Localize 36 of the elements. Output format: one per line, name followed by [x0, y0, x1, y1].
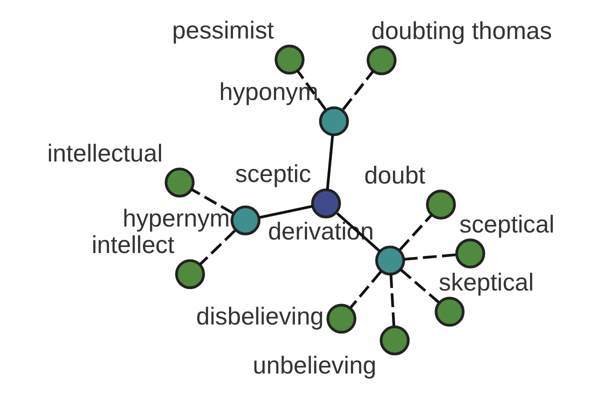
connector	[342, 70, 374, 110]
node-label: hyponym	[218, 79, 318, 106]
node-circle	[379, 325, 410, 356]
node-circle	[310, 188, 340, 218]
node-label: intellect	[91, 232, 174, 259]
node-label: hypernym	[122, 205, 230, 232]
node-circle	[174, 259, 204, 290]
connector	[326, 136, 334, 190]
node-label: skeptical	[438, 270, 534, 297]
node-label: unbelieving	[252, 352, 376, 380]
connector	[399, 268, 439, 304]
connector	[389, 274, 395, 327]
connector	[190, 188, 233, 214]
node-circle	[318, 106, 348, 136]
node-label: disbelieving	[196, 304, 324, 331]
connector	[258, 204, 313, 219]
connector	[296, 70, 326, 110]
node-label: sceptic	[234, 161, 311, 188]
connector	[349, 270, 382, 308]
node-circle	[326, 304, 356, 334]
node-circle	[454, 238, 485, 268]
node-circle	[366, 45, 396, 76]
node-circle	[374, 246, 405, 276]
node-label: pessimist	[172, 17, 274, 44]
node-label: intellectual	[46, 140, 162, 168]
node-label: doubting thomas	[370, 18, 552, 46]
connector	[198, 230, 236, 266]
node-circle	[274, 44, 304, 75]
node-circle	[230, 205, 260, 236]
node-circle	[426, 190, 456, 220]
node-label: sceptical	[458, 211, 554, 238]
node-circle	[434, 296, 464, 327]
connector	[403, 253, 456, 261]
node-label: doubt	[364, 162, 425, 190]
connector	[398, 214, 432, 251]
node-circle	[164, 168, 194, 198]
